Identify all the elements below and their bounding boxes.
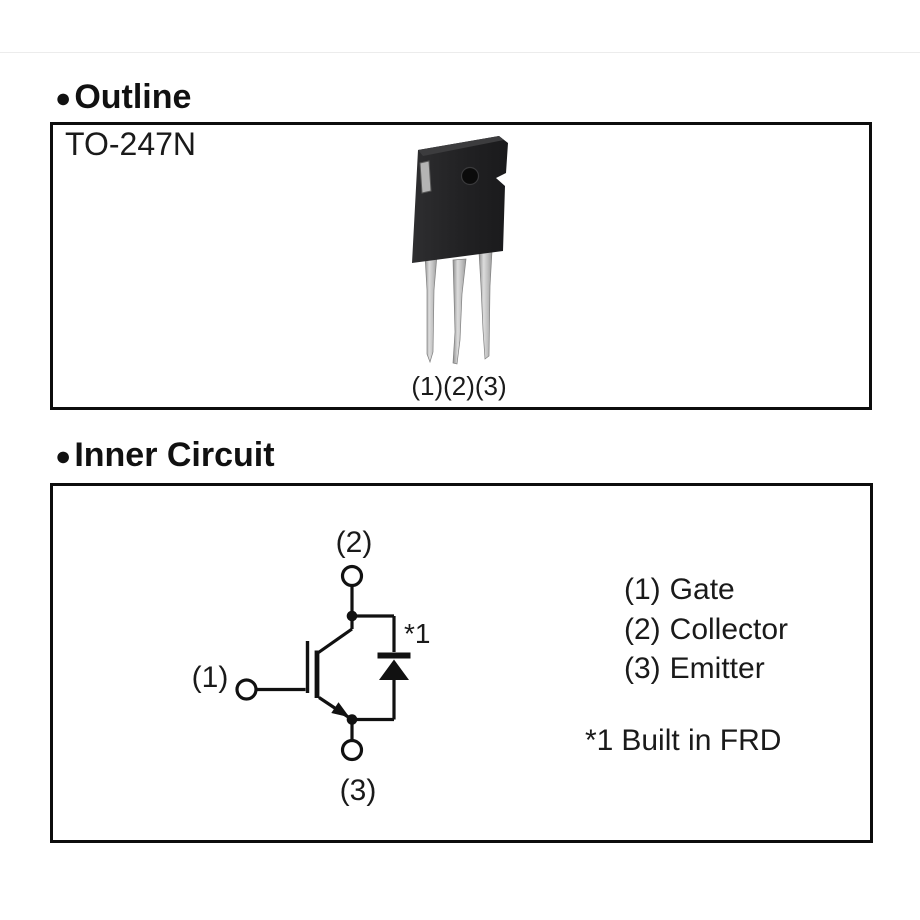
legend-row-collector: (2)Collector (624, 610, 788, 650)
package-pin-numbers: (1)(2)(3) (411, 371, 507, 401)
legend-pin: (3) (624, 652, 661, 685)
legend-pin: (1) (624, 573, 661, 606)
emitter-terminal-label: (3) (339, 774, 377, 807)
page-top-rule (0, 52, 920, 53)
inner-circuit-section-header: ● Inner Circuit (55, 436, 275, 474)
legend-name: Collector (669, 612, 789, 646)
pin-legend: (1)Gate (2)Collector (3)Emitter (624, 570, 788, 689)
collector-terminal-label: (2) (335, 526, 373, 559)
gate-terminal-label: (1) (191, 661, 229, 694)
bullet-icon: ● (55, 441, 72, 472)
legend-row-gate: (1)Gate (624, 570, 788, 610)
inner-circuit-box (50, 483, 873, 843)
outline-section-title: Outline (74, 78, 192, 116)
legend-row-emitter: (3)Emitter (624, 649, 788, 689)
footnote-text: Built in FRD (621, 724, 782, 757)
bullet-icon: ● (55, 83, 72, 114)
legend-name: Emitter (669, 652, 765, 685)
package-name: TO-247N (65, 126, 197, 162)
outline-box (50, 122, 872, 410)
legend-name: Gate (669, 573, 735, 606)
diode-footnote-marker: *1 (404, 618, 431, 649)
outline-section-header: ● Outline (55, 78, 192, 116)
inner-circuit-section-title: Inner Circuit (74, 436, 275, 474)
footnote-marker: *1 (585, 724, 614, 757)
legend-pin: (2) (624, 612, 661, 646)
